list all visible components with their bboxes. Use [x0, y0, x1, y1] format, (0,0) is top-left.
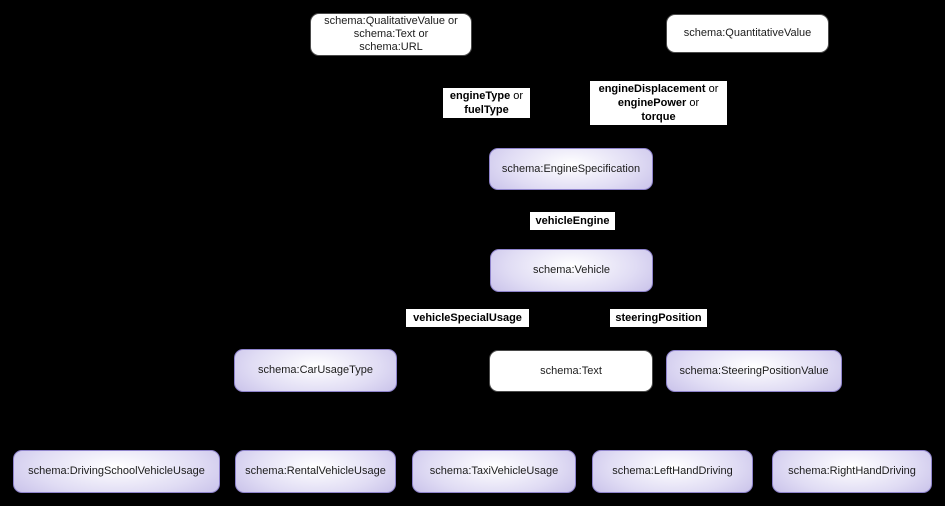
node-label-line: schema:LeftHandDriving [612, 465, 733, 477]
node-car-usage-type: schema:CarUsageType [234, 349, 397, 392]
edge-label-steering-position: steeringPosition [610, 309, 707, 327]
edge-label-line: engineType or [450, 89, 523, 103]
edge-label-segment: engineDisplacement [598, 83, 706, 95]
node-text: schema:Text [489, 350, 653, 392]
node-label-line: schema:URL [359, 41, 423, 53]
node-label-line: schema:QuantitativeValue [683, 27, 812, 39]
node-label-line: schema:EngineSpecification [501, 162, 641, 175]
edge-label-segment: vehicleEngine [535, 215, 610, 227]
edge-label-line: vehicleSpecialUsage [413, 311, 522, 325]
node-engine-specification: schema:EngineSpecification [489, 148, 653, 190]
edge-label-vehicle-special-usage: vehicleSpecialUsage [406, 309, 529, 327]
node-taxi-vehicle-usage: schema:TaxiVehicleUsage [412, 450, 576, 493]
edge-label-segment: or [686, 97, 700, 109]
node-label-line: schema:Vehicle [532, 264, 611, 276]
edge-label-line: enginePower or [618, 96, 699, 110]
node-label-line: schema:RightHandDriving [788, 465, 916, 477]
edge-label-segment: steeringPosition [615, 312, 702, 324]
edge-label-segment: or [510, 90, 524, 102]
edge-label-segment: vehicleSpecialUsage [413, 312, 522, 324]
edge-label-line: vehicleEngine [536, 214, 610, 228]
node-label-line: schema:Text [540, 364, 602, 377]
node-label-line: schema:DrivingSchoolVehicleUsage [28, 465, 205, 477]
node-label-line: schema:SteeringPositionValue [679, 364, 829, 377]
node-label-line: schema:RentalVehicleUsage [245, 465, 386, 477]
edge-label-segment: engineType [449, 90, 511, 102]
edge-label-segment: torque [641, 111, 676, 123]
edge-label-segment: fuelType [464, 104, 509, 116]
edge-label-segment: enginePower [617, 97, 687, 109]
node-label-line: schema:QualitativeValue or [324, 15, 458, 27]
edge-label-line: torque [641, 110, 675, 124]
node-left-hand-driving: schema:LeftHandDriving [592, 450, 753, 493]
node-right-hand-driving: schema:RightHandDriving [772, 450, 932, 493]
node-rental-vehicle-usage: schema:RentalVehicleUsage [235, 450, 396, 493]
node-quantitative-value: schema:QuantitativeValue [666, 14, 829, 53]
node-label-line: schema:CarUsageType [258, 364, 373, 376]
node-label-line: schema:TaxiVehicleUsage [429, 465, 559, 477]
edge-label-line: steeringPosition [615, 311, 701, 325]
node-label-line: schema:Text or [353, 28, 429, 40]
node-vehicle: schema:Vehicle [490, 249, 653, 292]
node-driving-school-vehicle-usage: schema:DrivingSchoolVehicleUsage [13, 450, 220, 493]
edge-label-line: fuelType [464, 103, 508, 117]
edge-label-segment: or [705, 83, 719, 95]
edge-label-vehicle-engine: vehicleEngine [530, 212, 615, 230]
edge-label-line: engineDisplacement or [599, 82, 719, 96]
node-steering-position-value: schema:SteeringPositionValue [666, 350, 842, 392]
